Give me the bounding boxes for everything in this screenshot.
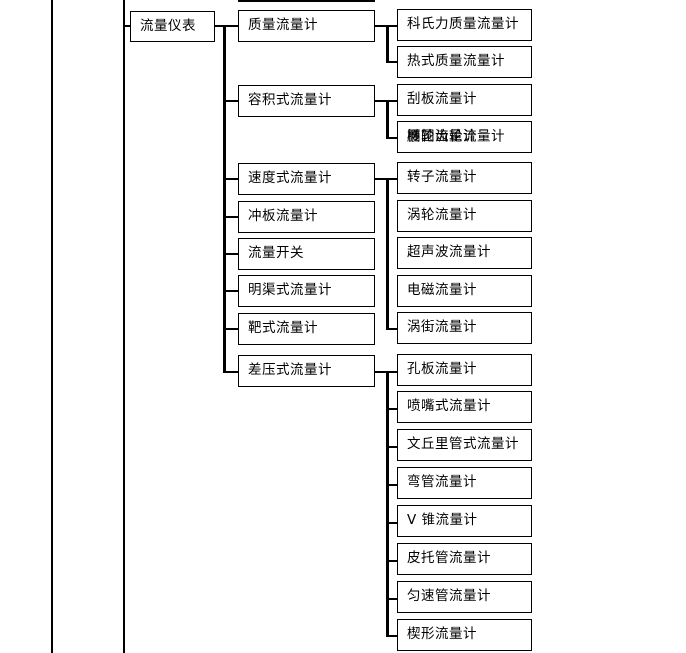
bracket-arm-dp-5	[386, 560, 397, 562]
leaf-node-nozzle[interactable]: 喷嘴式流量计	[397, 391, 532, 423]
leaf-node-electromagnetic[interactable]: 电磁流量计	[397, 275, 532, 307]
leaf-node-coriolis-label: 科氏力质量流量计	[407, 16, 519, 33]
page-rule-inner	[123, 0, 125, 653]
leaf-node-thermal-mass-label: 热式质量流量计	[407, 53, 505, 70]
leaf-node-wedge[interactable]: 楔形流量计	[397, 619, 532, 651]
leaf-node-thermal-mass[interactable]: 热式质量流量计	[397, 46, 532, 78]
connector-to-velocity	[223, 178, 240, 180]
leaf-node-orifice[interactable]: 孔板流量计	[397, 354, 532, 386]
leaf-node-pitot[interactable]: 皮托管流量计	[397, 543, 532, 575]
bracket-arm-dp-1	[386, 408, 397, 410]
bracket-arm-dp-4	[386, 522, 397, 524]
leaf-node-averaging-pitot-label: 匀速管流量计	[407, 588, 491, 605]
leaf-node-elbow-label: 弯管流量计	[407, 474, 477, 491]
root-node-flow-instruments[interactable]: 流量仪表	[130, 11, 215, 42]
page-rule-left	[51, 0, 53, 653]
branch-node-impact[interactable]: 冲板流量计	[238, 201, 375, 233]
connector-to-volumetric	[223, 100, 240, 102]
branch-node-target-label: 靶式流量计	[248, 320, 318, 337]
leaf-node-orifice-label: 孔板流量计	[407, 361, 477, 378]
branch-node-velocity[interactable]: 速度式流量计	[238, 163, 375, 195]
branch-node-volumetric-label: 容积式流量计	[248, 92, 332, 109]
leaf-node-rotameter-label: 转子流量计	[407, 169, 477, 186]
leaf-node-wedge-label: 楔形流量计	[407, 626, 477, 643]
branch-node-openchannel-label: 明渠式流量计	[248, 282, 332, 299]
bracket-arm-dp-7	[386, 635, 397, 637]
leaf-node-turbine-label: 涡轮流量计	[407, 207, 477, 224]
leaf-node-ultrasonic[interactable]: 超声波流量计	[397, 237, 532, 269]
bracket-arm-mass-1	[386, 61, 397, 63]
leaf-node-nozzle-label: 喷嘴式流量计	[407, 398, 491, 415]
leaf-node-electromagnetic-label: 电磁流量计	[407, 282, 477, 299]
connector-to-openchannel	[223, 290, 240, 292]
leaf-node-v-cone[interactable]: V 锥流量计	[397, 505, 532, 537]
bracket-spine-mass	[386, 25, 389, 62]
bracket-spine-volumetric	[386, 100, 389, 138]
bracket-arm-dp-0	[386, 371, 397, 373]
branch-node-openchannel[interactable]: 明渠式流量计	[238, 275, 375, 307]
branch-node-volumetric[interactable]: 容积式流量计	[238, 85, 375, 117]
leaf-node-scraper-label: 刮板流量计	[407, 91, 477, 108]
leaf-node-scraper[interactable]: 刮板流量计	[397, 84, 532, 116]
bracket-arm-dp-2	[386, 446, 397, 448]
leaf-node-vortex-label: 涡街流量计	[407, 319, 477, 336]
leaf-node-roots-label: 腰轮流量计	[407, 128, 477, 145]
leaf-node-oval-gear-label: 椭圆齿轮流量计	[407, 128, 505, 145]
root-left-stub	[123, 25, 132, 27]
branch-node-mass-label: 质量流量计	[248, 17, 318, 34]
leaf-node-ultrasonic-label: 超声波流量计	[407, 244, 491, 261]
leaf-node-v-cone-label: V 锥流量计	[407, 512, 478, 529]
bracket-arm-velocity-4	[386, 328, 397, 330]
connector-to-impact	[223, 216, 240, 218]
leaf-node-elbow[interactable]: 弯管流量计	[397, 467, 532, 499]
leaf-node-coriolis[interactable]: 科氏力质量流量计	[397, 9, 532, 41]
branch-node-mass[interactable]: 质量流量计	[238, 10, 375, 42]
bracket-arm-velocity-0	[386, 178, 397, 180]
root-right-stub	[214, 25, 226, 27]
leaf-node-averaging-pitot[interactable]: 匀速管流量计	[397, 581, 532, 613]
clipped-top-node	[238, 0, 375, 2]
branch-node-impact-label: 冲板流量计	[248, 208, 318, 225]
branch-node-differential[interactable]: 差压式流量计	[238, 355, 375, 387]
connector-to-differential	[223, 371, 240, 373]
connector-to-switch	[223, 253, 240, 255]
leaf-node-roots-oval-gear-overlapped[interactable]: 腰轮流量计 椭圆齿轮流量计	[397, 121, 532, 153]
bracket-spine-differential	[386, 371, 389, 637]
branch-node-target[interactable]: 靶式流量计	[238, 313, 375, 345]
branch-node-differential-label: 差压式流量计	[248, 362, 332, 379]
bracket-arm-volumetric-1	[386, 137, 397, 139]
bracket-arm-volumetric-0	[386, 100, 397, 102]
leaf-node-rotameter[interactable]: 转子流量计	[397, 162, 532, 194]
leaf-node-venturi[interactable]: 文丘里管式流量计	[397, 429, 532, 461]
branch-node-velocity-label: 速度式流量计	[248, 170, 332, 187]
bracket-arm-mass-0	[386, 25, 397, 27]
level2-trunk	[223, 25, 226, 372]
leaf-node-turbine[interactable]: 涡轮流量计	[397, 200, 532, 232]
leaf-node-vortex[interactable]: 涡街流量计	[397, 312, 532, 344]
leaf-node-pitot-label: 皮托管流量计	[407, 550, 491, 567]
bracket-arm-dp-3	[386, 484, 397, 486]
bracket-spine-velocity	[386, 178, 389, 330]
connector-to-mass	[223, 25, 240, 27]
branch-node-switch[interactable]: 流量开关	[238, 238, 375, 270]
leaf-node-venturi-label: 文丘里管式流量计	[407, 436, 519, 453]
root-node-label: 流量仪表	[140, 17, 196, 34]
connector-to-target	[223, 328, 240, 330]
bracket-arm-dp-6	[386, 598, 397, 600]
branch-node-switch-label: 流量开关	[248, 245, 304, 262]
